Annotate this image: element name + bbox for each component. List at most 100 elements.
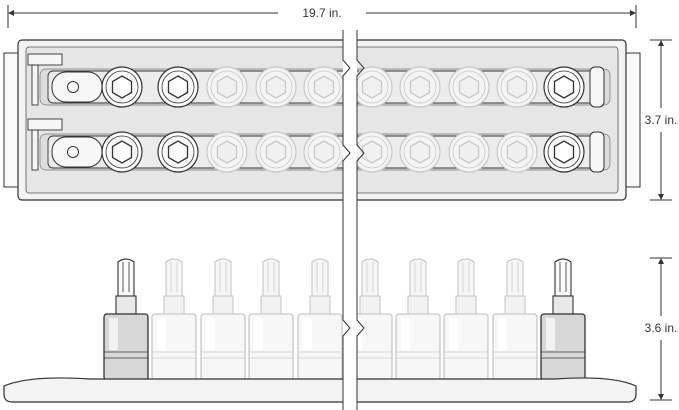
socket-rim <box>452 70 486 104</box>
rail-end-clip <box>27 53 63 66</box>
hex-opening <box>361 140 383 164</box>
socket-highlight <box>303 318 312 350</box>
socket-rim <box>500 70 534 104</box>
socket <box>543 66 585 108</box>
side-tray-base <box>3 377 637 403</box>
bit-tip <box>506 258 524 297</box>
hex-opening <box>506 75 528 99</box>
socket-bit <box>297 258 343 381</box>
socket-rim <box>105 70 139 104</box>
socket <box>496 66 538 108</box>
socket-bit <box>151 258 197 381</box>
socket <box>351 131 393 173</box>
bottom-height-dimension: 3.6 in. <box>645 257 678 401</box>
socket-rim <box>547 135 581 169</box>
rail-end-cap <box>589 66 605 108</box>
socket <box>543 131 585 173</box>
socket <box>399 66 441 108</box>
bit-collar <box>163 295 185 315</box>
socket <box>351 66 393 108</box>
bit-tip <box>311 258 329 297</box>
socket <box>496 131 538 173</box>
socket-highlight <box>254 318 263 350</box>
rail-end-clip <box>27 118 63 131</box>
socket-row <box>27 118 611 173</box>
hex-opening <box>409 140 431 164</box>
hex-opening <box>111 140 133 164</box>
socket-rim <box>403 135 437 169</box>
bit-collar <box>504 295 526 315</box>
rail-knob <box>67 146 79 158</box>
socket <box>206 131 248 173</box>
bit-tip <box>165 258 183 297</box>
bit-collar <box>552 295 574 315</box>
hex-opening <box>458 140 480 164</box>
socket-bit <box>347 258 393 381</box>
bit-collar <box>309 295 331 315</box>
socket <box>448 131 490 173</box>
socket-highlight <box>449 318 458 350</box>
socket-bit <box>492 258 538 381</box>
socket-highlight <box>157 318 166 350</box>
socket <box>303 131 345 173</box>
bit-collar <box>407 295 429 315</box>
socket-rim <box>307 70 341 104</box>
bit-collar <box>115 295 137 315</box>
socket-bit <box>248 258 294 381</box>
socket-bit <box>540 258 586 381</box>
bit-collar <box>455 295 477 315</box>
socket-bit <box>395 258 441 381</box>
socket-bit <box>200 258 246 381</box>
hex-opening <box>409 75 431 99</box>
hex-opening <box>553 140 575 164</box>
socket-row <box>27 53 611 108</box>
bit-tip <box>409 258 427 297</box>
bit-collar <box>359 295 381 315</box>
rail-end-cap <box>589 131 605 173</box>
hex-opening <box>458 75 480 99</box>
hex-opening <box>111 75 133 99</box>
socket <box>206 66 248 108</box>
socket-rim <box>161 70 195 104</box>
socket-highlight <box>401 318 410 350</box>
bit-tip <box>361 258 379 297</box>
top-height-dimension: 3.7 in. <box>645 39 677 201</box>
socket <box>448 66 490 108</box>
hex-opening <box>361 75 383 99</box>
socket-rim <box>403 70 437 104</box>
hex-opening <box>167 75 189 99</box>
socket-highlight <box>109 318 118 350</box>
socket-highlight <box>498 318 507 350</box>
hex-opening <box>265 75 287 99</box>
bit-tip <box>554 258 572 297</box>
socket <box>157 66 199 108</box>
socket-rim <box>210 70 244 104</box>
socket-rim <box>452 135 486 169</box>
hex-opening <box>313 140 335 164</box>
hex-opening <box>265 140 287 164</box>
hex-opening <box>313 75 335 99</box>
bit-tip <box>262 258 280 297</box>
hex-opening <box>553 75 575 99</box>
socket-rim <box>259 70 293 104</box>
socket <box>101 131 143 173</box>
width-dimension: 19.7 in. <box>7 5 637 28</box>
bottom-height-label: 3.6 in. <box>645 321 678 335</box>
socket <box>399 131 441 173</box>
hex-opening <box>216 75 238 99</box>
socket-rim <box>259 135 293 169</box>
width-label: 19.7 in. <box>302 6 341 20</box>
socket-rim <box>161 135 195 169</box>
hex-opening <box>216 140 238 164</box>
socket-highlight <box>546 318 555 350</box>
rail-knob <box>67 81 79 93</box>
socket-rim <box>307 135 341 169</box>
socket-bit <box>103 258 149 381</box>
bit-tip <box>457 258 475 297</box>
bit-tip <box>117 258 135 297</box>
bit-tip <box>214 258 232 297</box>
socket <box>255 66 297 108</box>
socket-rim <box>547 70 581 104</box>
socket <box>255 131 297 173</box>
